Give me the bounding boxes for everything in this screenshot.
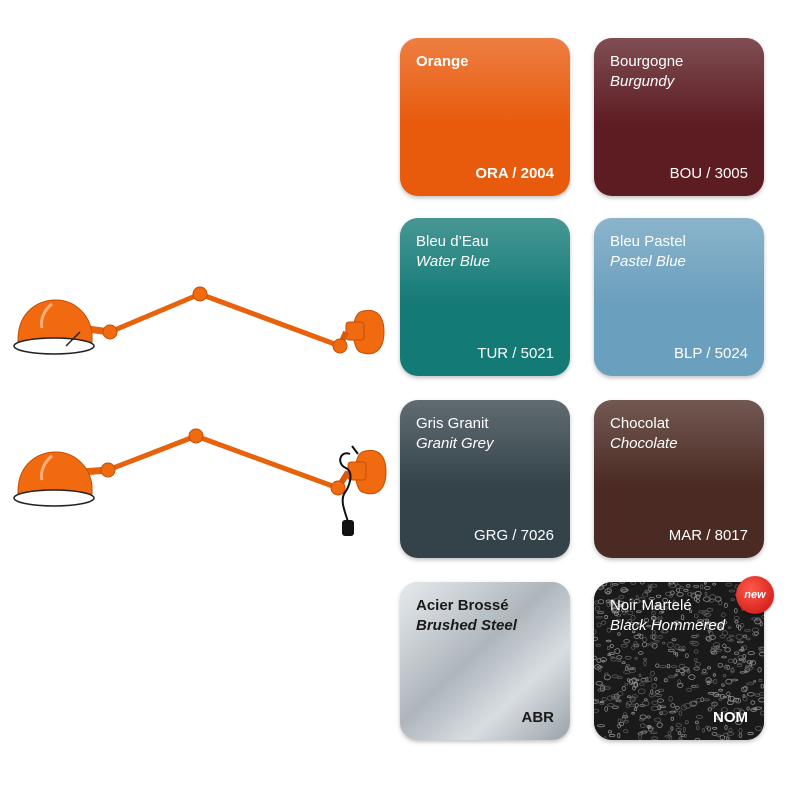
swatch-name-fr: Noir Martelé	[610, 597, 692, 614]
swatch-code: GRG / 7026	[473, 527, 554, 544]
swatch-name-en: Granit Grey	[416, 435, 494, 452]
swatch-code: MAR / 8017	[668, 527, 748, 544]
swatch-orange[interactable]: Orange ORA / 2004	[400, 38, 570, 196]
swatch-name-en: Black Hommered	[610, 617, 726, 634]
swatch-black-hammered[interactable]: Noir Martelé Black Hommered NOM	[594, 582, 764, 740]
swatch-name-fr: Acier Brossé	[416, 597, 509, 614]
swatch-name-fr: Bleu d’Eau	[416, 233, 489, 250]
swatch-code: NOM	[713, 709, 748, 726]
swatch-name-fr: Orange	[416, 53, 469, 70]
swatch-name-en: Water Blue	[416, 253, 490, 270]
new-badge: new	[736, 576, 774, 614]
swatch-code: TUR / 5021	[477, 345, 554, 362]
swatch-code: BLP / 5024	[674, 345, 748, 362]
swatch-code: ORA / 2004	[475, 165, 554, 182]
swatch-code: BOU / 3005	[669, 165, 748, 182]
swatch-water-blue[interactable]: Bleu d’Eau Water Blue TUR / 5021	[400, 218, 570, 376]
swatch-name-fr: Bleu Pastel	[610, 233, 686, 250]
swatch-name-fr: Gris Granit	[416, 415, 489, 432]
swatch-name-fr: Chocolat	[610, 415, 670, 432]
swatch-brushed-steel[interactable]: Acier Brossé Brushed Steel ABR	[400, 582, 570, 740]
swatch-chocolate[interactable]: Chocolat Chocolate MAR / 8017	[594, 400, 764, 558]
swatch-name-fr: Bourgogne	[610, 53, 684, 70]
swatch-granit-grey[interactable]: Gris Granit Granit Grey GRG / 7026	[400, 400, 570, 558]
swatch-name-en: Brushed Steel	[416, 617, 517, 634]
color-swatch-grid: Orange ORA / 2004 Bourgogne Burgundy BOU…	[400, 38, 774, 740]
swatch-pastel-blue[interactable]: Bleu Pastel Pastel Blue BLP / 5024	[594, 218, 764, 376]
brushed-steel-texture	[400, 582, 570, 740]
swatch-name-en: Burgundy	[610, 73, 675, 90]
wall-lamp-image	[13, 286, 385, 355]
swatch-burgundy[interactable]: Bourgogne Burgundy BOU / 3005	[594, 38, 764, 196]
wall-lamp-with-plug-image	[13, 428, 387, 536]
swatch-name-en: Chocolate	[610, 435, 678, 452]
swatch-code: ABR	[521, 709, 555, 726]
swatch-name-en: Pastel Blue	[610, 253, 686, 270]
